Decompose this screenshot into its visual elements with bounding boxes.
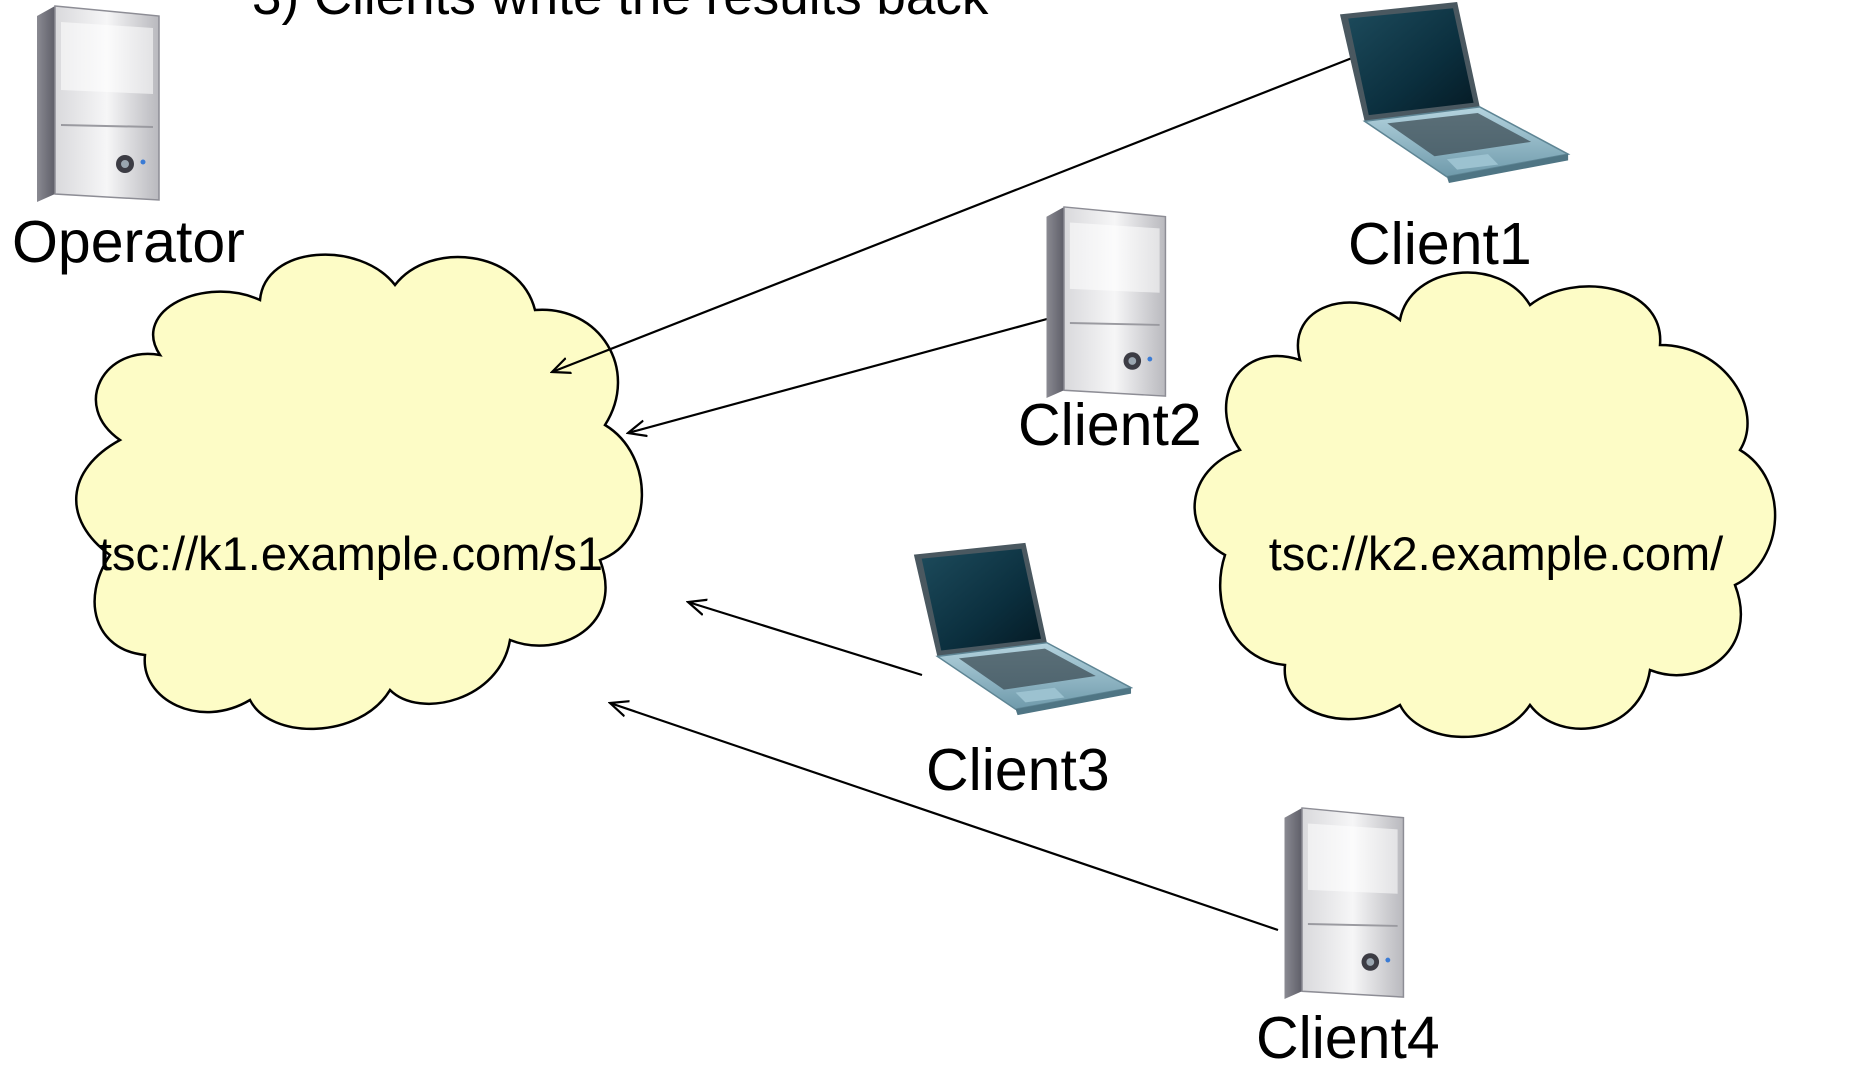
client3-label: Client3 xyxy=(926,737,1110,803)
laptop-icon xyxy=(1339,1,1569,184)
client4-node[interactable]: Client4 xyxy=(1256,807,1440,1065)
operator-label: Operator xyxy=(12,209,245,275)
server-icon xyxy=(1045,206,1167,399)
client3-node[interactable]: Client3 xyxy=(913,542,1132,803)
client2-label: Client2 xyxy=(1018,392,1202,458)
operator-node[interactable]: Operator xyxy=(12,5,245,275)
arrow-client1-to-cloud-k1 xyxy=(552,56,1353,372)
cloud-k1-shape xyxy=(75,253,644,730)
cloud-k2: tsc://k2.example.com/ xyxy=(1193,271,1777,739)
cloud-k1-label: tsc://k1.example.com/s1 xyxy=(99,527,603,580)
diagram-title: 3) Clients write the results back xyxy=(252,0,989,26)
arrow-client3-to-cloud-k1 xyxy=(688,602,923,677)
server-icon xyxy=(36,5,160,203)
client4-label: Client4 xyxy=(1256,1005,1440,1065)
client1-label: Client1 xyxy=(1348,211,1532,277)
arrow-client4-to-cloud-k1 xyxy=(610,703,1279,932)
laptop-icon xyxy=(913,542,1132,716)
cloud-k2-shape xyxy=(1193,271,1777,739)
client1-node[interactable]: Client1 xyxy=(1339,1,1569,277)
server-icon xyxy=(1283,807,1405,1000)
client2-node[interactable]: Client2 xyxy=(1018,206,1202,458)
arrow-client2-to-cloud-k1 xyxy=(628,314,1059,433)
cloud-k2-label: tsc://k2.example.com/ xyxy=(1269,527,1724,580)
cloud-k1: tsc://k1.example.com/s1 xyxy=(75,253,644,730)
